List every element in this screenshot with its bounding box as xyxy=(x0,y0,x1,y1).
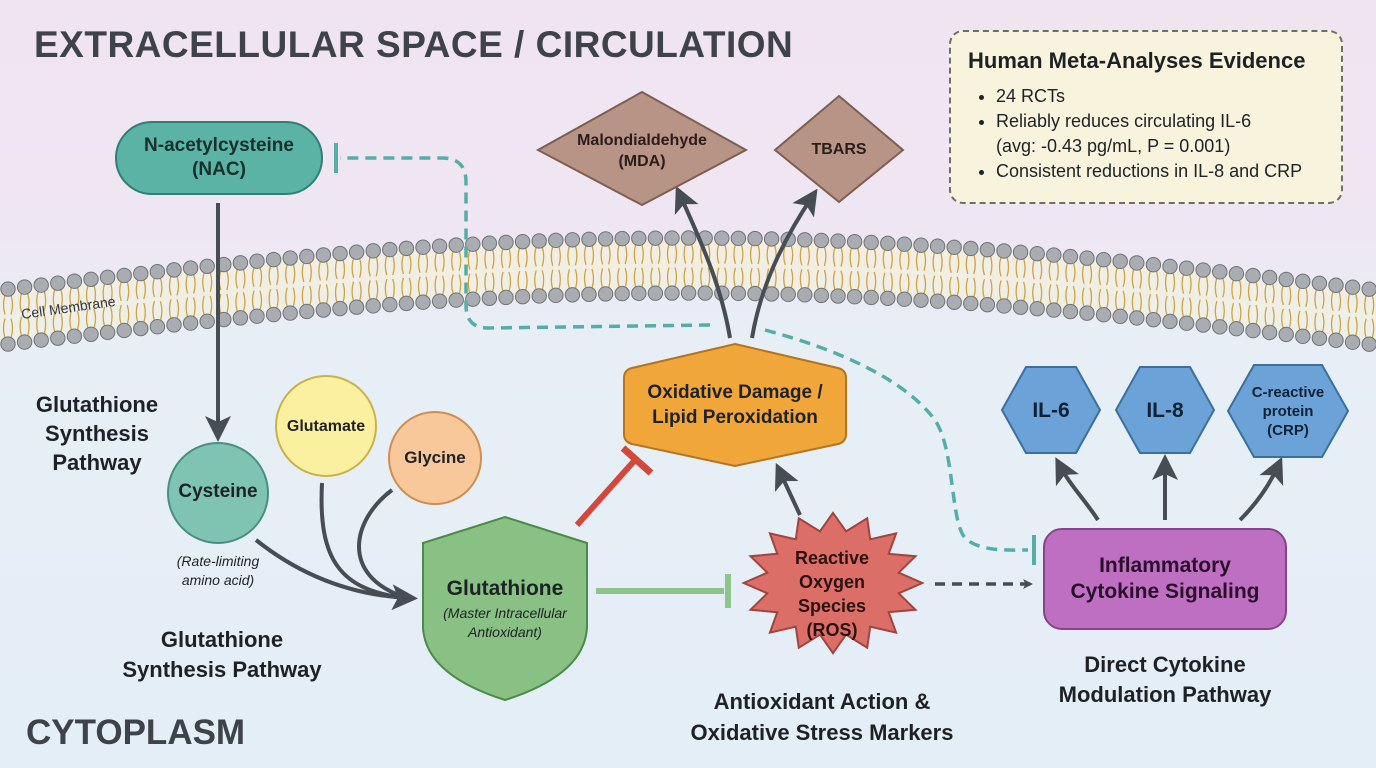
ros-label-line4: (ROS) xyxy=(806,620,858,640)
pathway-label-antioxidant-line2: Oxidative Stress Markers xyxy=(690,720,954,745)
cysteine-note-line1: (Rate-limiting xyxy=(176,553,260,569)
region-title-cytoplasm: CYTOPLASM xyxy=(26,713,246,752)
oxidative-label-line1: Oxidative Damage / xyxy=(647,382,823,403)
evidence-item: 24 RCTs xyxy=(996,84,1325,109)
nac-label: N-acetylcysteine (NAC) xyxy=(116,134,322,182)
pathway-label-cytokine: Direct Cytokine Modulation Pathway xyxy=(1030,650,1300,710)
inflammatory-node xyxy=(1043,528,1287,630)
pathway-label-gsh-bottom: Glutathione Synthesis Pathway xyxy=(92,625,352,685)
inhibit-glutathione-oxidative xyxy=(574,458,638,527)
arrow-inflammatory-to-il6 xyxy=(1055,457,1100,522)
evidence-item-continuation: (avg: -0.43 pg/mL, P = 0.001) xyxy=(996,136,1231,156)
cysteine-node xyxy=(167,442,269,544)
pathway-label-cytokine-line1: Direct Cytokine xyxy=(1084,652,1246,677)
nac-label-line2: (NAC) xyxy=(192,159,246,180)
glutathione-note: (Master Intracellular Antioxidant) xyxy=(423,604,587,642)
cysteine-note-line2: amino acid) xyxy=(181,572,255,588)
pathway-label-antioxidant-line1: Antioxidant Action & xyxy=(713,689,931,714)
glutathione-label: Glutathione xyxy=(446,577,564,600)
ros-label-line1: Reactive xyxy=(794,548,870,568)
evidence-box: Human Meta-Analyses Evidence 24 RCTs Rel… xyxy=(949,30,1343,204)
glutamate-label: Glutamate xyxy=(286,418,366,435)
ros-label: Reactive Oxygen Species (ROS) xyxy=(772,546,892,642)
inhibit-bar-red xyxy=(620,445,654,476)
nac-label-line1: N-acetylcysteine xyxy=(144,135,294,156)
tbars-label: TBARS xyxy=(811,141,867,158)
cysteine-label: Cysteine xyxy=(178,481,258,502)
il8-label: IL-8 xyxy=(1146,399,1184,422)
crp-node xyxy=(1226,364,1350,458)
evidence-list: 24 RCTs Reliably reduces circulating IL-… xyxy=(968,84,1325,184)
glutathione-note-line2: Antioxidant) xyxy=(468,624,542,640)
evidence-item: Consistent reductions in IL-8 and CRP xyxy=(996,159,1325,184)
glycine-node xyxy=(388,411,482,505)
pathway-label-gsh-left: Glutathione Synthesis Pathway xyxy=(12,390,182,477)
inflammatory-label: Inflammatory Cytokine Signaling xyxy=(1044,553,1286,605)
il6-node xyxy=(1000,366,1102,454)
evidence-title: Human Meta-Analyses Evidence xyxy=(968,48,1306,73)
glutamate-node xyxy=(275,375,377,477)
mda-label-line1: Malondialdehyde xyxy=(577,132,707,149)
pathway-label-cytokine-line2: Modulation Pathway xyxy=(1058,682,1272,707)
arrow-oxidative-to-mda xyxy=(674,185,732,339)
region-title-extracellular: EXTRACELLULAR SPACE / CIRCULATION xyxy=(34,24,794,65)
inhibit-nac-to-cytokine-path xyxy=(764,328,1029,552)
il6-label: IL-6 xyxy=(1032,399,1070,422)
crp-label: C-reactive protein (CRP) xyxy=(1228,383,1348,440)
oxidative-node xyxy=(623,342,847,468)
arrow-glycine-to-glutathione xyxy=(357,488,405,599)
arrow-ros-to-oxidative xyxy=(774,462,802,516)
crp-label-line1: C-reactive xyxy=(1251,384,1325,401)
evidence-item: Reliably reduces circulating IL-6 (avg: -… xyxy=(996,109,1325,159)
glutathione-note-line1: (Master Intracellular xyxy=(443,605,567,621)
inflammatory-label-line2: Cytokine Signaling xyxy=(1070,580,1260,603)
mda-label: Malondialdehyde (MDA) xyxy=(562,130,722,172)
cell-membrane xyxy=(0,230,1376,352)
pathway-label-gsh-left-line2: Synthesis xyxy=(45,421,149,446)
mda-label-line2: (MDA) xyxy=(618,153,666,170)
glycine-label: Glycine xyxy=(404,448,466,467)
oxidative-label: Oxidative Damage / Lipid Peroxidation xyxy=(624,380,846,430)
arrow-inflammatory-to-crp xyxy=(1238,456,1284,522)
mda-node xyxy=(535,90,749,207)
oxidative-label-line2: Lipid Peroxidation xyxy=(652,407,818,428)
pathway-label-gsh-bottom-line1: Glutathione xyxy=(160,627,284,652)
arrow-oxidative-to-tbars xyxy=(750,188,818,339)
il8-node xyxy=(1114,366,1216,454)
ros-label-line2: Oxygen xyxy=(798,572,866,592)
crp-label-line3: (CRP) xyxy=(1267,422,1309,439)
pathway-label-gsh-left-line3: Pathway xyxy=(52,450,142,475)
ros-node xyxy=(741,511,925,655)
pathway-label-gsh-bottom-line2: Synthesis Pathway xyxy=(122,657,322,682)
pathway-label-gsh-left-line1: Glutathione xyxy=(35,392,159,417)
evidence-item-text: Reliably reduces circulating IL-6 xyxy=(996,111,1252,131)
nac-node xyxy=(115,121,323,195)
inflammatory-label-line1: Inflammatory xyxy=(1099,554,1231,577)
arrow-glutamate-to-glutathione xyxy=(319,482,406,600)
crp-label-line2: protein xyxy=(1262,403,1314,420)
ros-label-line3: Species xyxy=(797,596,867,616)
tbars-node xyxy=(773,94,905,204)
glutathione-node xyxy=(422,515,588,702)
cysteine-note: (Rate-limiting amino acid) xyxy=(150,552,286,590)
pathway-label-antioxidant: Antioxidant Action & Oxidative Stress Ma… xyxy=(660,686,984,748)
